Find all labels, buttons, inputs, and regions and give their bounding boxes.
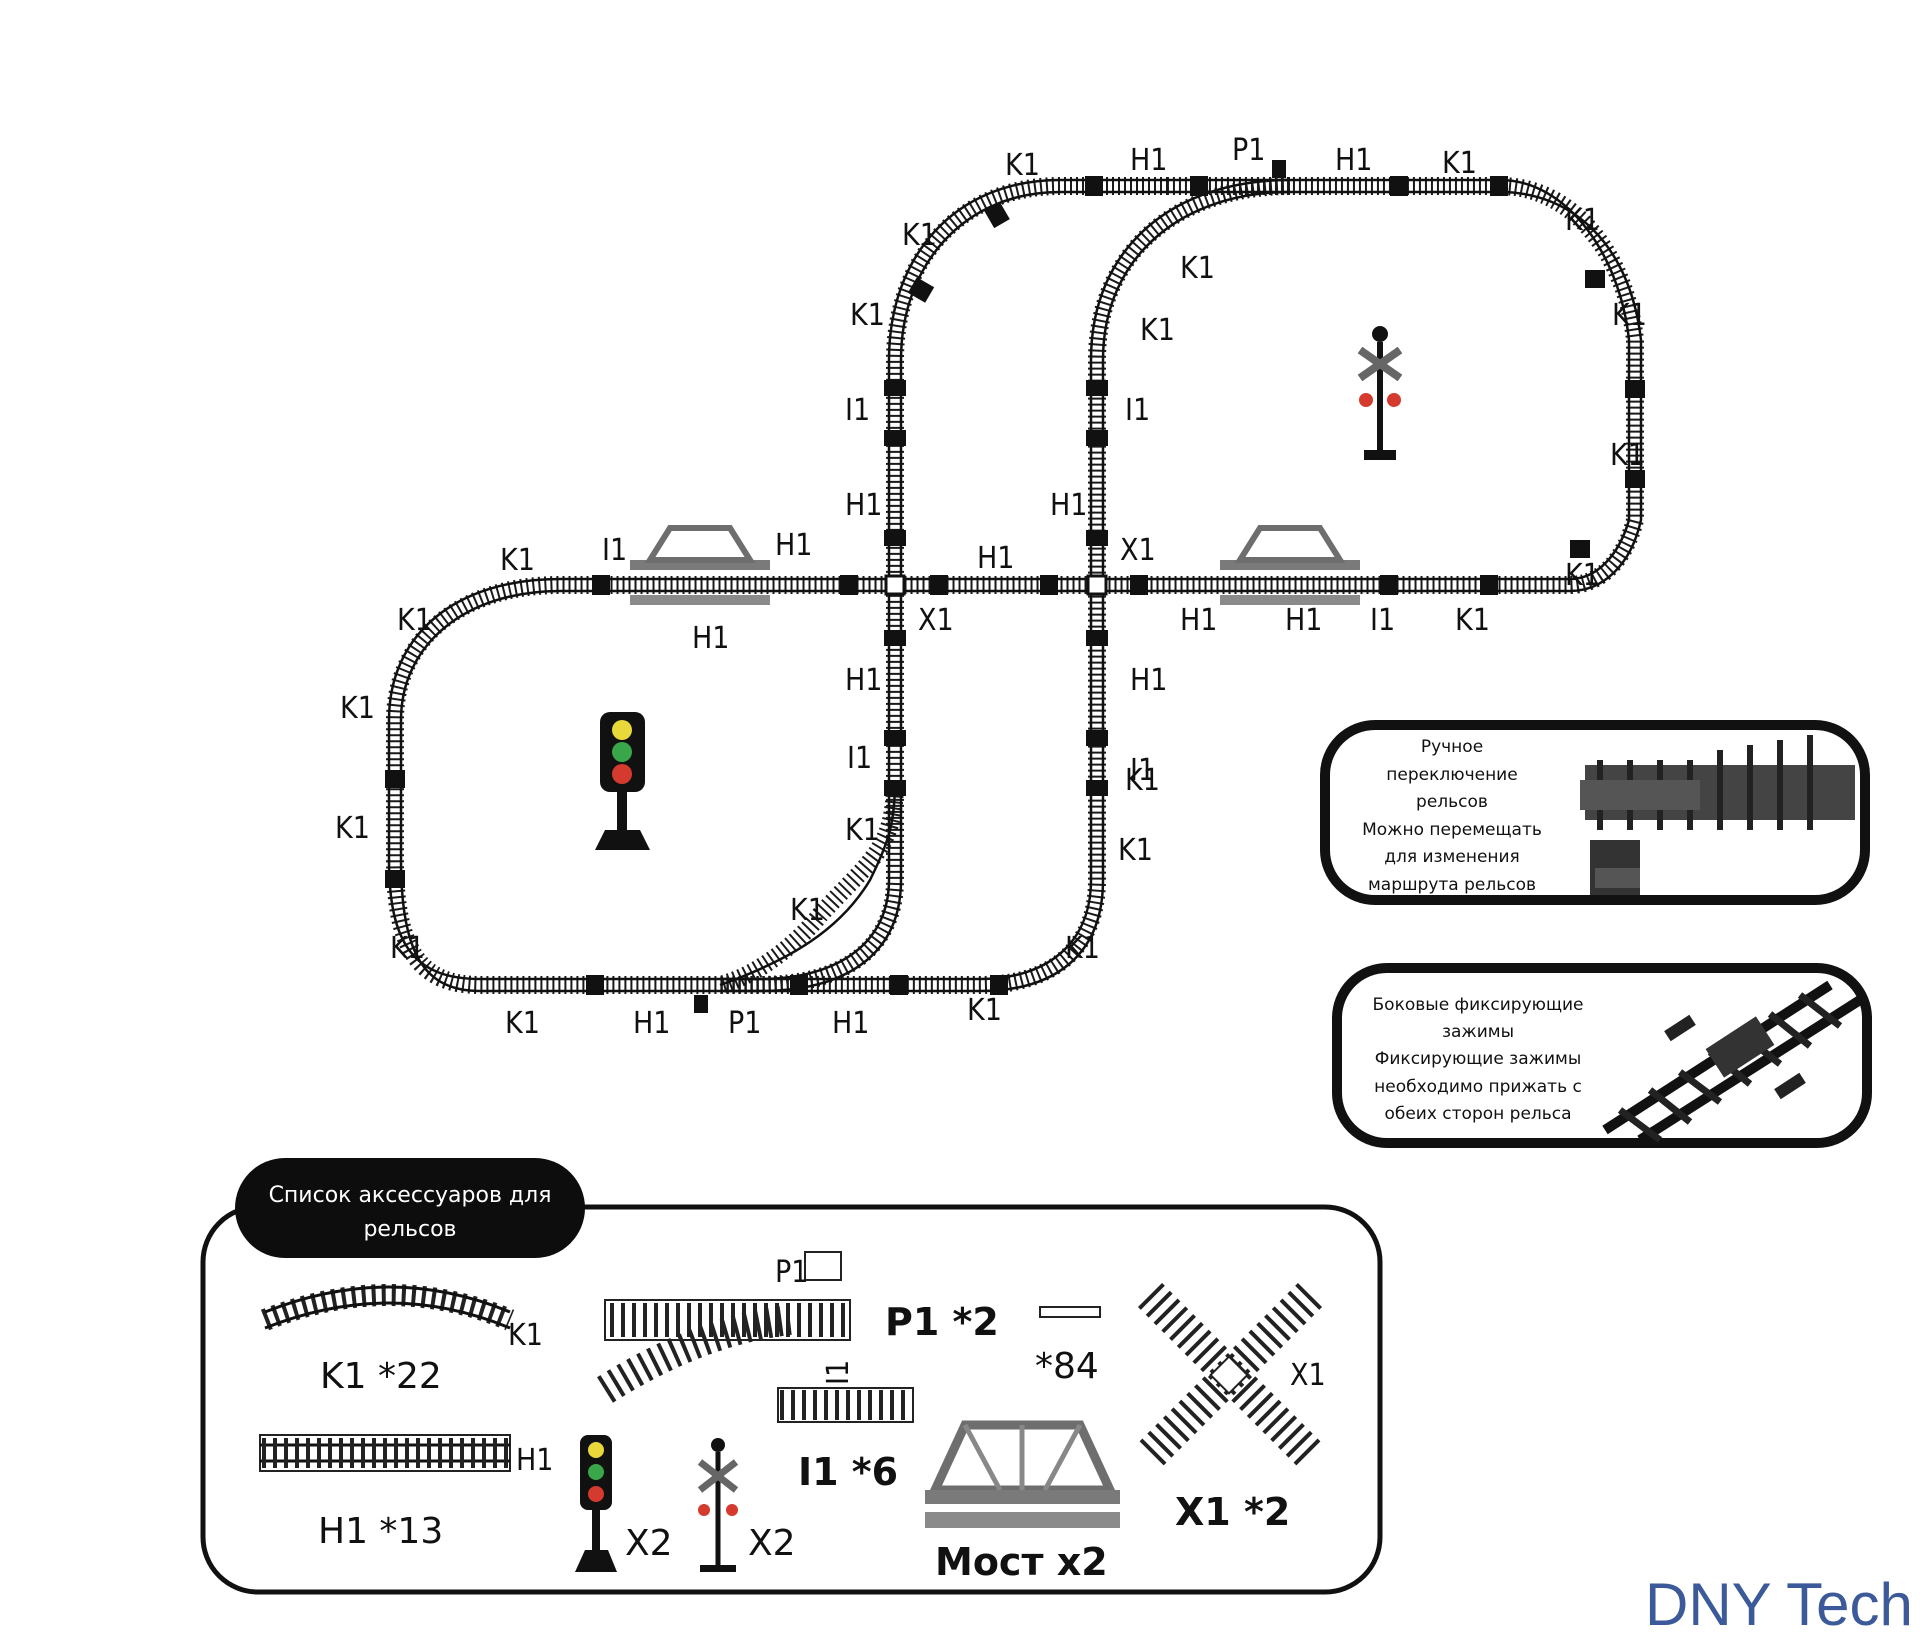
p1-switch-icon [596,1251,851,1403]
switch-note-line-6: маршрута рельсов [1368,875,1536,895]
p1-count: P1 *2 [885,1300,999,1344]
switch-note-line-3: рельсов [1416,792,1488,812]
traffic-light-count: X2 [625,1523,673,1564]
label-k1: K1 [340,691,375,726]
clamps-note-line-5: обеих сторон рельса [1384,1104,1571,1124]
label-k1: K1 [1180,251,1215,286]
label-k1: K1 [1612,298,1647,333]
label-h1: H1 [977,541,1014,576]
label-h1: H1 [832,1006,869,1041]
label-p1: P1 [1232,133,1265,168]
switch-note-line-5: для изменения [1384,847,1520,867]
label-i1: I1 [1370,603,1395,638]
label-h1: H1 [1130,663,1167,698]
label-k1: K1 [1140,313,1175,348]
label-p1: P1 [728,1006,761,1041]
k1-count: K1 *22 [320,1356,442,1397]
label-k1: K1 [902,218,937,253]
x1-count: X1 *2 [1175,1490,1290,1534]
clip-icon [1039,1306,1101,1318]
accessories-panel: Список аксессуаров для рельсов K1 K1 *22… [200,1158,1383,1595]
label-h1: H1 [633,1006,670,1041]
label-k1: K1 [1118,833,1153,868]
switch-photo [1580,735,1855,895]
h1-count: H1 *13 [318,1511,443,1552]
label-i1: I1 [1125,393,1150,428]
k1-tag: K1 [508,1318,543,1353]
label-k1: K1 [1565,203,1600,238]
label-k1: K1 [505,1006,540,1041]
clip-count: *84 [1035,1346,1099,1387]
label-k1: K1 [845,813,880,848]
clamp-photo [1602,980,1863,1145]
crossing-signal-count: X2 [748,1523,796,1564]
label-k1: K1 [1125,763,1160,798]
k1-curved-track-icon [260,1284,515,1331]
label-h1: H1 [1130,143,1167,178]
bridge-count: Мост x2 [935,1540,1108,1584]
label-h1: H1 [1180,603,1217,638]
i1-count: I1 *6 [798,1450,898,1494]
label-k1: K1 [335,811,370,846]
i1-short-track-icon [777,1387,914,1423]
h1-straight-track-icon [259,1434,511,1472]
label-k1: K1 [850,298,885,333]
crossing-signal-accessory-icon [697,1438,739,1572]
label-k1: K1 [1455,603,1490,638]
label-k1: K1 [967,993,1002,1028]
clamps-note-line-4: необходимо прижать с [1374,1077,1582,1097]
label-i1: I1 [845,393,870,428]
label-h1: H1 [845,488,882,523]
label-k1: K1 [1065,931,1100,966]
label-x1: X1 [918,603,954,638]
clamps-note-line-3: Фиксирующие зажимы [1375,1049,1582,1069]
accessories-title-line-1: Список аксессуаров для [269,1183,552,1208]
traffic-light-accessory-icon [575,1435,617,1572]
bridge-left [630,525,770,605]
x1-tag: X1 [1290,1358,1326,1393]
label-k1: K1 [1442,146,1477,181]
label-k1: K1 [397,603,432,638]
label-h1: H1 [845,663,882,698]
callout-manual-switch: Ручное переключение рельсов Можно переме… [1320,720,1870,905]
label-h1: H1 [775,528,812,563]
accessories-title-line-2: рельсов [363,1217,456,1242]
label-k1: K1 [1565,558,1600,593]
h1-tag: H1 [516,1443,553,1478]
label-i1: I1 [1130,753,1155,788]
traffic-light-icon [595,712,650,850]
label-k1: K1 [1610,438,1645,473]
label-h1: H1 [692,621,729,656]
label-h1: H1 [1050,488,1087,523]
label-i1: I1 [847,741,872,776]
track-labels: K1 H1 K1 K1 I1 H1 P1 H1 K1 K1 K1 K1 K1 I… [335,133,1647,1041]
x1-crossing-icon [1137,1282,1323,1468]
label-k1: K1 [1005,148,1040,183]
bridge-accessory-icon [925,1420,1120,1528]
label-k1: K1 [500,543,535,578]
crossing-signal-icon [1357,326,1403,460]
label-h1: H1 [1335,143,1372,178]
track-network [385,160,1645,1013]
label-h1: H1 [1285,603,1322,638]
switch-note-line-4: Можно перемещать [1362,820,1542,840]
brand-watermark: DNY Tech [1645,1571,1913,1638]
label-x1: X1 [1120,533,1156,568]
p1-tag: P1 [775,1255,808,1290]
clamps-note-line-1: Боковые фиксирующие [1373,995,1584,1015]
i1-tag: I1 [821,1360,856,1385]
label-k1: K1 [790,893,825,928]
switch-note-line-1: Ручное [1421,737,1483,757]
bridge-right [1220,525,1360,605]
callout-side-clamps: Боковые фиксирующие зажимы Фиксирующие з… [1332,963,1872,1148]
label-k1: K1 [390,931,425,966]
switch-note-line-2: переключение [1386,765,1517,785]
label-i1: I1 [602,533,627,568]
clamps-note-line-2: зажимы [1442,1022,1514,1042]
